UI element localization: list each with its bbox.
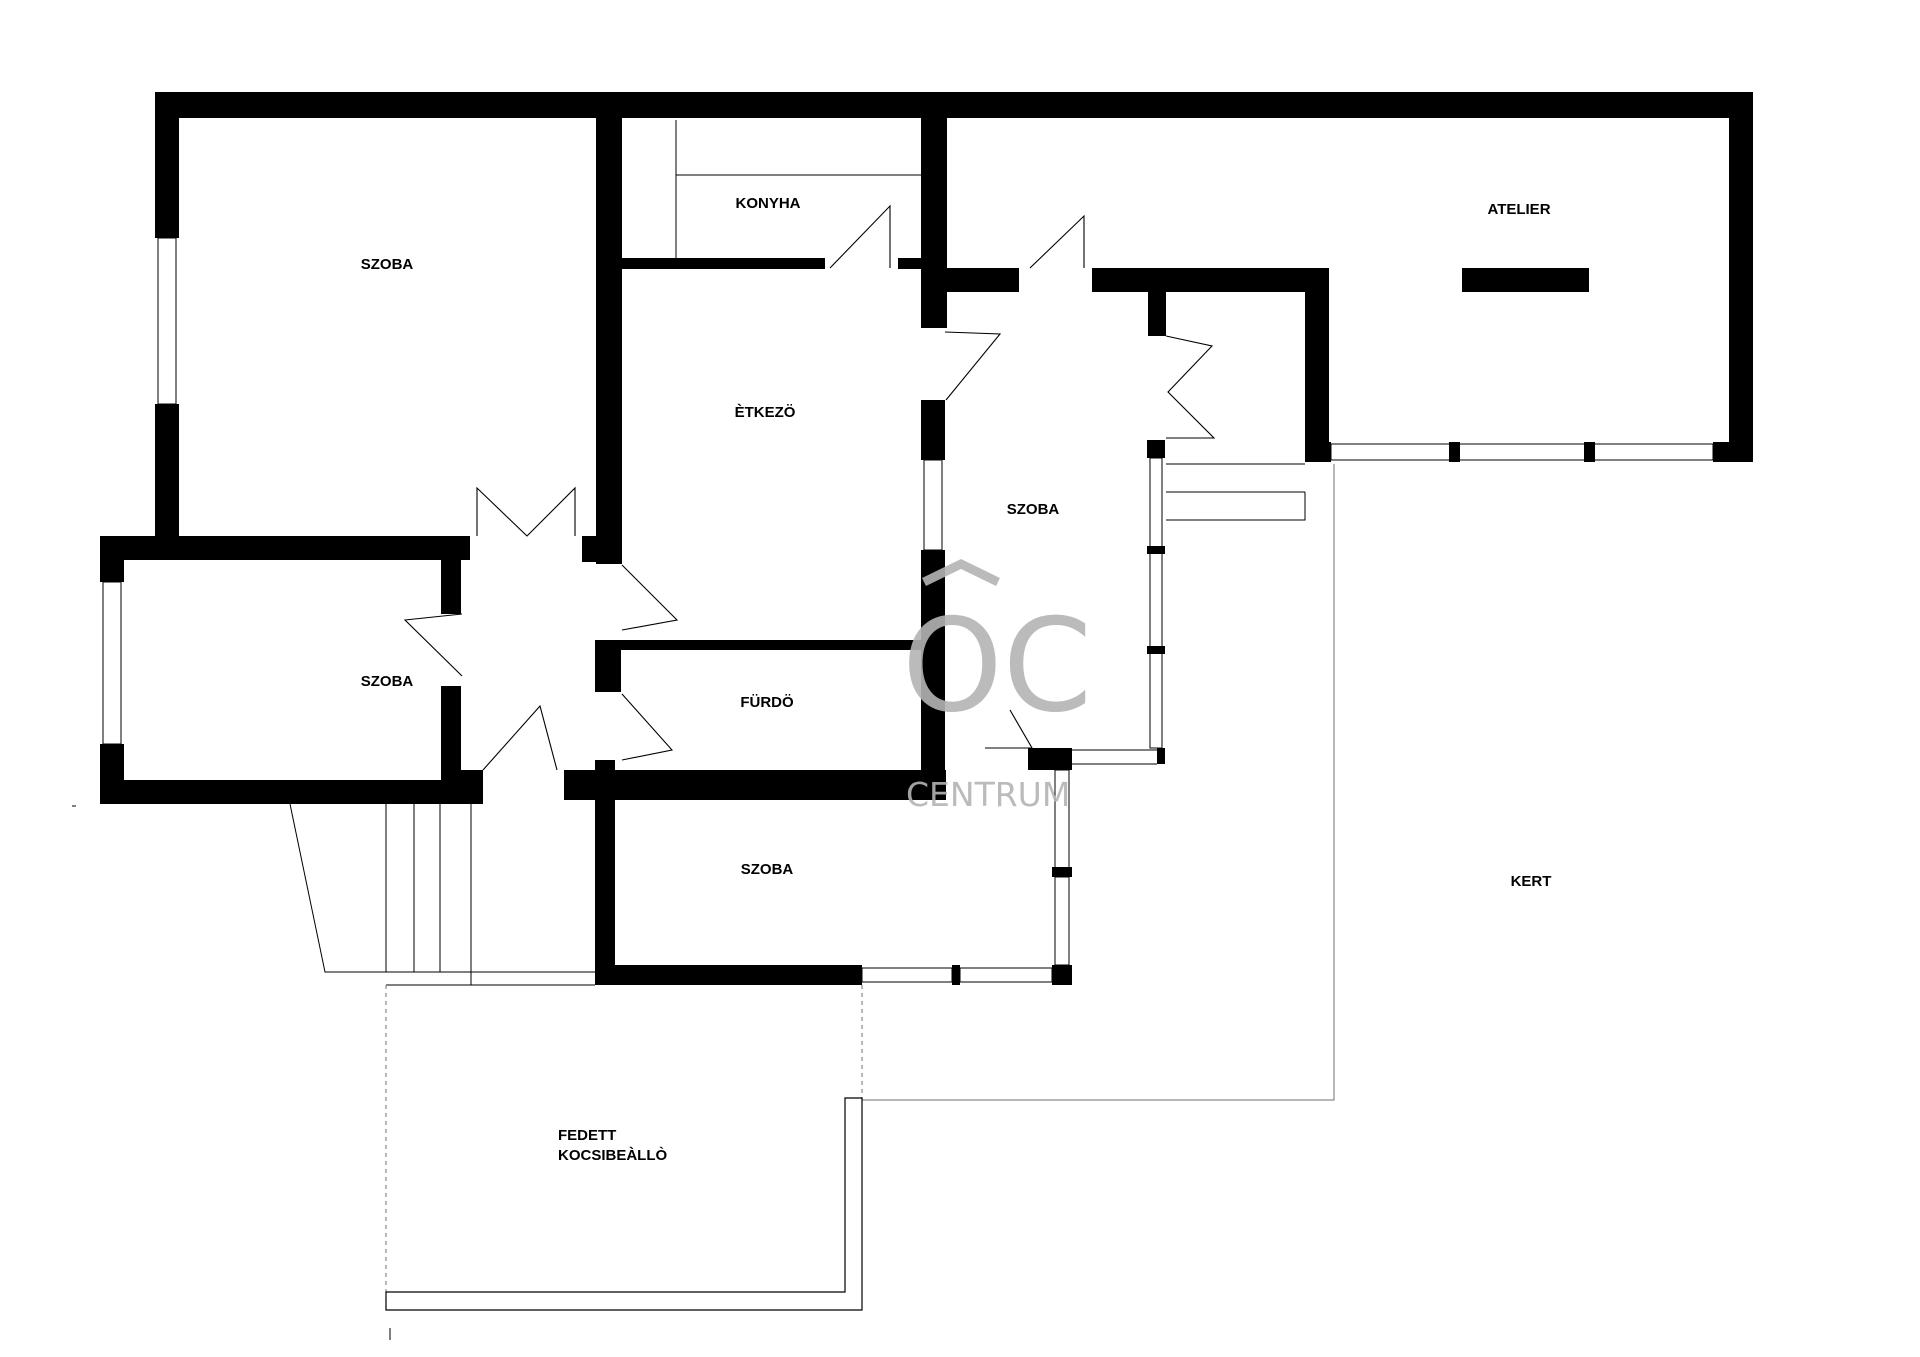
room-label-szoba-mid: SZOBA: [1007, 501, 1060, 518]
wall: [921, 550, 945, 798]
wall: [100, 780, 444, 804]
room-label-carport-2: KOCSIBEÀLLÒ: [558, 1146, 668, 1164]
window: [923, 459, 943, 551]
wall: [1092, 268, 1328, 292]
watermark-roof: [922, 558, 1000, 587]
door-swing: [621, 564, 679, 631]
window: [1330, 443, 1714, 461]
wall: [461, 770, 483, 804]
room-label-kert: KERT: [1511, 873, 1552, 890]
room-label-carport-1: FEDETT: [558, 1127, 616, 1144]
door-swing: [476, 486, 576, 537]
wall: [1713, 442, 1753, 462]
window: [1054, 769, 1070, 871]
wall: [1147, 440, 1165, 458]
wall: [100, 536, 124, 582]
wall: [595, 640, 621, 692]
room-label-szoba-s: SZOBA: [741, 861, 794, 878]
wall: [1157, 748, 1165, 764]
porch-outline: [289, 803, 595, 973]
wall: [921, 258, 947, 328]
watermark-logo: OC: [902, 592, 1092, 741]
wall: [921, 400, 945, 460]
door-swing: [829, 204, 891, 269]
wall: [596, 92, 622, 564]
wall: [595, 640, 921, 650]
wall: [1449, 442, 1460, 462]
window: [1149, 457, 1163, 749]
wall: [1305, 268, 1329, 462]
site-outlines: [385, 464, 1335, 1340]
wall: [155, 92, 1753, 118]
window: [102, 581, 122, 745]
watermark-line2: CENTRUM: [906, 775, 1070, 814]
wall: [947, 268, 1019, 292]
wall: [155, 92, 179, 238]
window: [861, 967, 953, 983]
room-label-szoba-nw: SZOBA: [361, 256, 414, 273]
garden-outline: [862, 464, 1335, 1101]
wall: [1305, 442, 1331, 462]
room-label-atelier: ATELIER: [1487, 201, 1550, 218]
window: [157, 237, 177, 405]
wall: [155, 404, 179, 538]
room-label-etkezo: ÈTKEZÖ: [735, 404, 796, 421]
wall: [582, 536, 598, 562]
wall: [595, 760, 615, 985]
wall: [952, 965, 960, 985]
door-swing: [482, 704, 558, 771]
door-swing: [1029, 214, 1085, 269]
wall: [622, 258, 825, 269]
wall: [1028, 748, 1072, 770]
wall: [898, 258, 946, 269]
wall: [1462, 268, 1589, 292]
wall: [441, 686, 461, 804]
wall: [1584, 442, 1595, 462]
carport-wall: [385, 1097, 863, 1311]
wall: [441, 560, 461, 614]
wall: [1148, 292, 1166, 336]
door-swing: [621, 693, 674, 761]
wall: [1052, 965, 1072, 985]
watermark: OC CENTRUM: [902, 558, 1092, 814]
wall: [921, 92, 947, 268]
wall: [595, 965, 862, 985]
walls: [100, 92, 1753, 985]
wall: [1147, 646, 1165, 654]
step-outline: [1166, 492, 1306, 521]
wall: [1147, 546, 1165, 554]
wall: [1729, 92, 1753, 462]
wall: [100, 536, 470, 560]
room-labels: SZOBA KONYHA ATELIER ÈTKEZÖ SZOBA SZOBA …: [361, 195, 1552, 1164]
room-label-szoba-w: SZOBA: [361, 673, 414, 690]
wall: [564, 770, 946, 800]
wall: [1052, 867, 1072, 877]
doors: [403, 204, 1216, 771]
thin-lines: [72, 120, 1714, 986]
room-label-konyha: KONYHA: [735, 195, 800, 212]
door-swing: [944, 331, 1002, 401]
window: [1054, 876, 1070, 966]
window: [959, 967, 1053, 983]
door-swing: [1165, 335, 1216, 439]
room-label-furdo: FÜRDÖ: [740, 694, 794, 711]
door-swing: [403, 613, 463, 677]
door-swing: [985, 709, 1033, 749]
